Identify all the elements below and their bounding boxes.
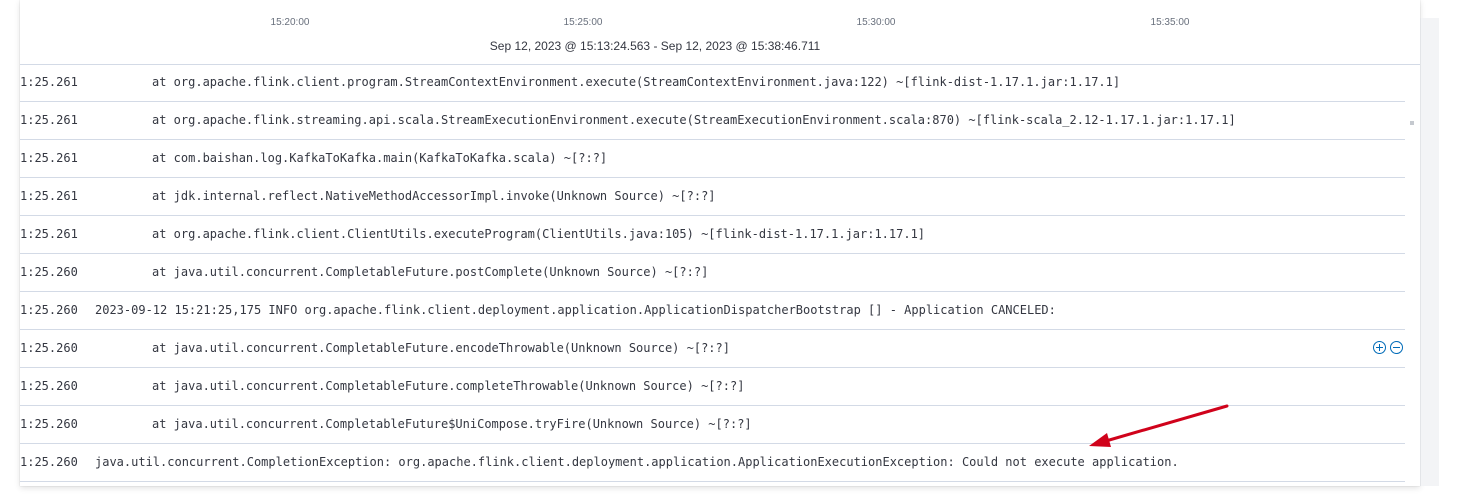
log-timestamp: 1:25.260	[20, 341, 78, 355]
log-row[interactable]: 1:25.260 2023-09-12 15:21:25,175 INFO or…	[20, 292, 1405, 330]
scrollbar-track[interactable]	[1420, 18, 1439, 486]
log-message: at org.apache.flink.client.program.Strea…	[152, 75, 1121, 89]
log-message: at com.baishan.log.KafkaToKafka.main(Kaf…	[152, 151, 608, 165]
log-timestamp: 1:25.260	[20, 417, 78, 431]
zoom-out-icon[interactable]	[1390, 341, 1403, 354]
log-timestamp: 1:25.261	[20, 75, 78, 89]
log-row[interactable]: 1:25.260 at java.util.concurrent.Complet…	[20, 368, 1405, 406]
time-range-label: Sep 12, 2023 @ 15:13:24.563 - Sep 12, 20…	[489, 39, 821, 53]
log-message: at java.util.concurrent.CompletableFutur…	[152, 379, 745, 393]
log-message: at java.util.concurrent.CompletableFutur…	[152, 417, 752, 431]
log-row[interactable]: 1:25.260 at java.util.concurrent.Complet…	[20, 254, 1405, 292]
log-row[interactable]: 1:25.261 at jdk.internal.reflect.NativeM…	[20, 178, 1405, 216]
log-row[interactable]: 1:25.261 at org.apache.flink.streaming.a…	[20, 102, 1405, 140]
log-timestamp: 1:25.260	[20, 379, 78, 393]
log-message: at org.apache.flink.client.ClientUtils.e…	[152, 227, 926, 241]
log-message: at org.apache.flink.streaming.api.scala.…	[152, 113, 1236, 127]
log-timestamp: 1:25.260	[20, 265, 78, 279]
log-row[interactable]: 1:25.260 at java.util.concurrent.Complet…	[20, 406, 1405, 444]
timeline-tick: 15:35:00	[1150, 17, 1190, 28]
log-timestamp: 1:25.261	[20, 227, 78, 241]
log-message: 2023-09-12 15:21:25,175 INFO org.apache.…	[95, 303, 1056, 317]
log-message: at jdk.internal.reflect.NativeMethodAcce…	[152, 189, 716, 203]
log-message: java.util.concurrent.CompletionException…	[95, 455, 1179, 469]
timeline-tick: 15:30:00	[856, 17, 896, 28]
log-row-highlighted[interactable]: 1:25.260 at java.util.concurrent.Complet…	[20, 330, 1405, 368]
log-timestamp: 1:25.260	[20, 303, 78, 317]
log-row[interactable]: 1:25.261 at com.baishan.log.KafkaToKafka…	[20, 140, 1405, 178]
log-message: at java.util.concurrent.CompletableFutur…	[152, 265, 709, 279]
timeline-header: 15:20:00 15:25:00 15:30:00 15:35:00 Sep …	[20, 0, 1420, 65]
log-row[interactable]: 1:25.261 at org.apache.flink.client.prog…	[20, 64, 1405, 102]
log-stream-panel: 15:20:00 15:25:00 15:30:00 15:35:00 Sep …	[20, 0, 1420, 486]
log-row[interactable]: 1:25.261 at org.apache.flink.client.Clie…	[20, 216, 1405, 254]
log-timestamp: 1:25.261	[20, 151, 78, 165]
timeline-tick: 15:25:00	[563, 17, 603, 28]
log-row[interactable]: 1:25.260 java.util.concurrent.Completion…	[20, 444, 1405, 482]
log-rows: 1:25.261 at org.apache.flink.client.prog…	[20, 64, 1405, 482]
log-message: at java.util.concurrent.CompletableFutur…	[152, 341, 730, 355]
scrollbar-thumb[interactable]	[1410, 121, 1414, 125]
row-actions	[1373, 341, 1403, 354]
timeline-tick: 15:20:00	[270, 17, 310, 28]
log-timestamp: 1:25.261	[20, 113, 78, 127]
log-timestamp: 1:25.261	[20, 189, 78, 203]
zoom-in-icon[interactable]	[1373, 341, 1386, 354]
log-timestamp: 1:25.260	[20, 455, 78, 469]
